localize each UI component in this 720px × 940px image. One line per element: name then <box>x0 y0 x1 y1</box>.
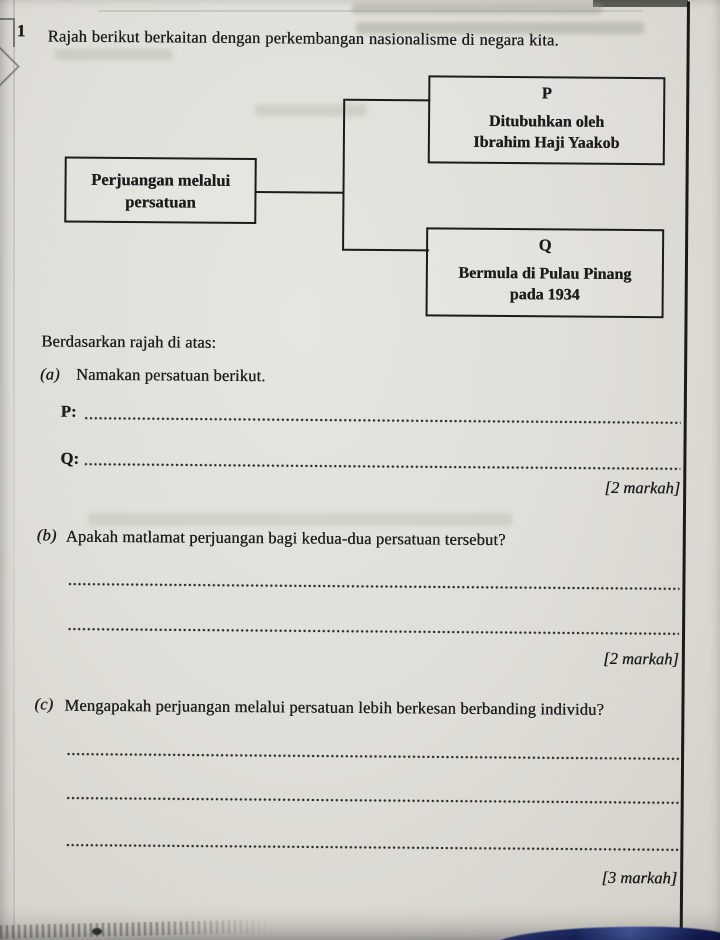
bleed-through-streak <box>352 3 602 14</box>
answer-line <box>66 796 680 805</box>
diagram-box-q-line1: Bermula di Pulau Pinang <box>458 264 632 283</box>
part-a-text: Namakan persatuan berikut. <box>75 364 266 386</box>
bleed-through-rule <box>98 10 643 12</box>
answer-prefix-q: Q: <box>60 448 80 468</box>
diagram-box-p-label: P <box>541 83 552 103</box>
part-c-label: (c) <box>34 694 54 714</box>
part-a-label: (a) <box>39 364 60 384</box>
diagram-box-root-line1: Perjuangan melalui <box>91 169 231 190</box>
diagram-box-root: Perjuangan melalui persatuan <box>64 156 257 225</box>
page-margin-rule <box>679 1 690 940</box>
diagram-box-q-line2: pada 1934 <box>509 286 580 304</box>
bleed-through-streak <box>356 22 644 34</box>
diagram-box-p-line2: Ibrahim Haji Yaakob <box>473 133 620 152</box>
bleed-through-streak <box>88 513 513 526</box>
connector-line <box>345 98 431 102</box>
bleed-through-streak <box>255 104 367 117</box>
paper-crease <box>13 0 15 940</box>
question-title: Rajah berikut berkaitan dengan perkemban… <box>47 26 559 50</box>
diagram-box-q: Q Bermula di Pulau Pinang pada 1934 <box>425 227 665 319</box>
answer-line-p <box>84 416 681 425</box>
answer-line <box>68 582 680 591</box>
diagram-box-p-line1: Ditubuhkan oleh <box>488 112 605 131</box>
part-b-text: Apakah matlamat perjuangan bagi kedua-du… <box>65 526 506 549</box>
marks-part-a: [2 markah] <box>604 477 681 498</box>
marks-part-c: [3 markah] <box>601 867 678 888</box>
question-number: 1 <box>16 21 26 41</box>
connector-line <box>344 248 430 252</box>
answer-prefix-p: P: <box>60 401 77 421</box>
answer-line <box>68 627 680 636</box>
connector-line <box>342 98 346 251</box>
diagram-box-p: P Ditubuhkan oleh Ibrahim Haji Yaakob <box>427 75 666 166</box>
pencil-smudge-dot <box>92 928 102 935</box>
marks-part-b: [2 markah] <box>603 648 679 669</box>
part-b-label: (b) <box>36 525 57 545</box>
answer-line <box>66 843 682 852</box>
diagram-box-root-line2: persatuan <box>125 191 196 212</box>
bleed-through-box-corner <box>0 18 15 47</box>
diagram-box-q-label: Q <box>538 235 552 255</box>
bleed-through-dark-bar <box>593 0 688 7</box>
part-c-text: Mengapakah perjuangan melalui persatuan … <box>64 695 605 719</box>
connector-line <box>254 191 345 194</box>
intro-text: Berdasarkan rajah di atas: <box>41 331 217 352</box>
answer-line <box>67 752 681 761</box>
bleed-through-streak <box>55 49 173 60</box>
answer-line-q <box>84 462 681 471</box>
